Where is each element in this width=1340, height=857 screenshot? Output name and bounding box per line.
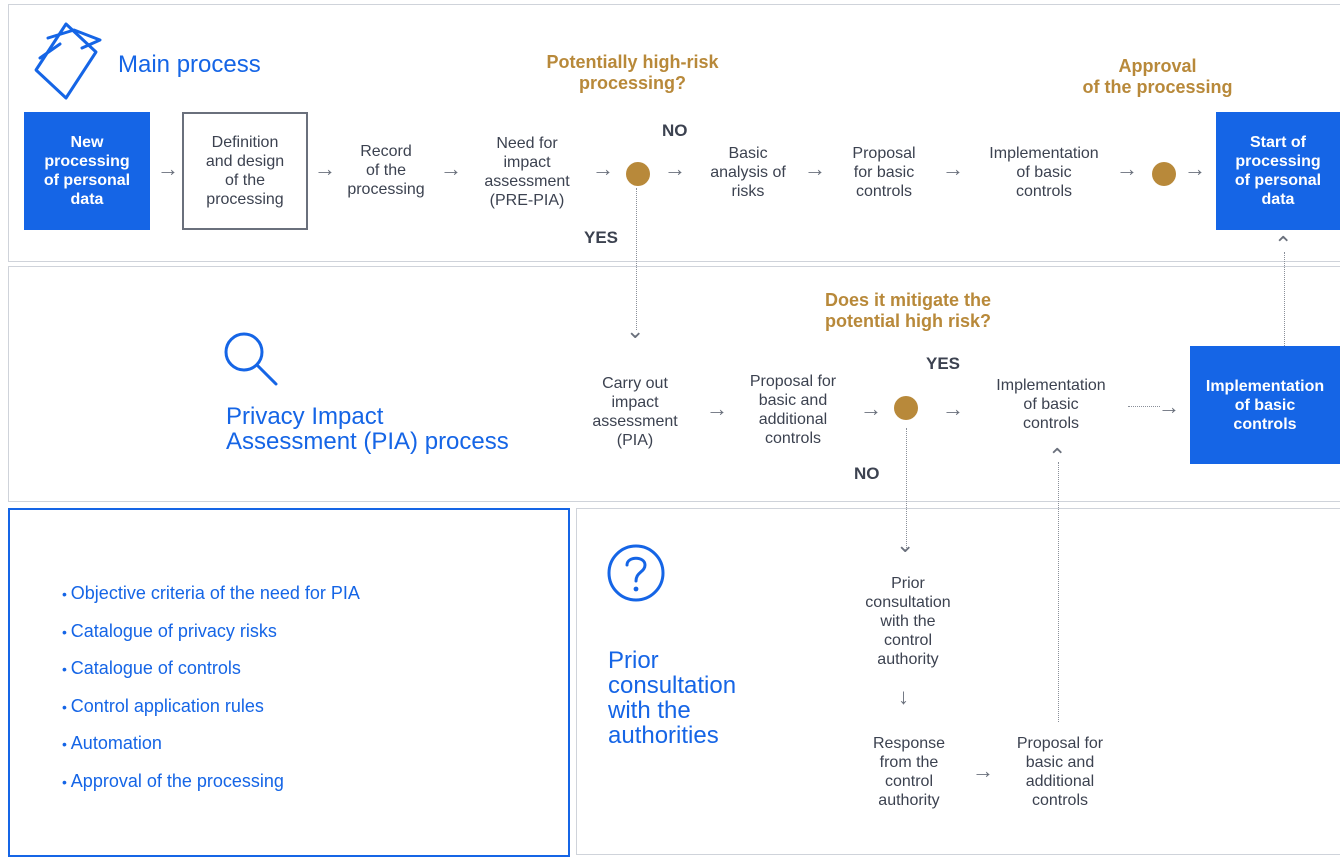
- approval-question: Approval of the processing: [1082, 56, 1233, 97]
- implementation-connector: [1128, 406, 1160, 407]
- arrow-right-icon: →: [942, 156, 964, 181]
- prior-consultation-step[interactable]: Prior consultation with the control auth…: [865, 574, 951, 668]
- pia-implementation-step[interactable]: Implementation of basic controls: [996, 376, 1106, 432]
- criteria-item: Control application rules: [62, 688, 360, 726]
- arrow-right-icon: →: [804, 156, 826, 181]
- mitigate-decision[interactable]: [894, 396, 918, 420]
- need-impact-step[interactable]: Need for impact assessment (PRE-PIA): [484, 135, 570, 209]
- pia-process-panel: [8, 266, 1340, 502]
- arrow-right-icon: →: [664, 156, 686, 181]
- no-connector: [906, 428, 907, 548]
- proposal-additional-step[interactable]: Proposal for basic and additional contro…: [749, 373, 837, 447]
- arrow-right-icon: →: [314, 156, 336, 181]
- no-label: NO: [854, 464, 880, 483]
- pia-process-title: Privacy Impact Assessment (PIA) process: [226, 403, 509, 455]
- arrow-right-icon: →: [860, 396, 882, 421]
- magnifier-icon: [224, 332, 278, 386]
- arrow-right-icon: →: [157, 156, 179, 181]
- criteria-item: Approval of the processing: [62, 763, 360, 801]
- proposal-basic-step[interactable]: Proposal for basic controls: [852, 144, 916, 200]
- question-circle-icon: [607, 544, 665, 602]
- start-processing-box[interactable]: Start of processing of personal data: [1216, 112, 1340, 230]
- final-implementation-box[interactable]: Implementation of basic controls: [1190, 346, 1340, 464]
- arrow-right-icon: →: [440, 156, 462, 181]
- prior-consultation-panel: [576, 508, 1340, 855]
- approval-connector: [1284, 252, 1285, 346]
- criteria-item: Automation: [62, 725, 360, 763]
- yes-label: YES: [584, 228, 619, 247]
- high-risk-question: Potentially high-risk processing?: [546, 52, 719, 93]
- arrow-right-icon: →: [1184, 156, 1206, 181]
- arrow-right-icon: →: [942, 396, 964, 421]
- prior-consultation-title: Prior consultation with the authorities: [608, 647, 737, 749]
- no-label: NO: [662, 121, 688, 140]
- arrow-right-icon: →: [1116, 156, 1138, 181]
- implementation-basic-step[interactable]: Implementation of basic controls: [989, 144, 1099, 200]
- arrow-up-icon: ⌃: [1274, 232, 1293, 257]
- arrow-down-icon: ⌄: [626, 318, 645, 343]
- proposal-up-connector: [1058, 462, 1059, 722]
- criteria-item: Objective criteria of the need for PIA: [62, 575, 360, 613]
- new-processing-box[interactable]: New processing of personal data: [24, 112, 150, 230]
- arrow-right-icon: →: [972, 758, 994, 783]
- prior-proposal-step[interactable]: Proposal for basic and additional contro…: [1016, 735, 1104, 809]
- approval-decision[interactable]: [1152, 162, 1176, 186]
- definition-box[interactable]: Definition and design of the processing: [182, 112, 308, 230]
- arrow-right-icon: →: [1158, 394, 1180, 419]
- criteria-item: Catalogue of privacy risks: [62, 613, 360, 651]
- carry-out-pia-step[interactable]: Carry out impact assessment (PIA): [592, 375, 678, 449]
- yes-connector: [636, 188, 637, 330]
- arrow-up-icon: ⌃: [1048, 444, 1067, 469]
- arrow-down-icon: ↓: [898, 684, 909, 709]
- yes-label: YES: [926, 354, 961, 373]
- hand-shape-icon: [34, 22, 102, 100]
- record-step[interactable]: Record of the processing: [347, 142, 425, 198]
- response-step[interactable]: Response from the control authority: [872, 735, 946, 809]
- main-process-title: Main process: [118, 51, 261, 78]
- basic-analysis-step[interactable]: Basic analysis of risks: [710, 144, 786, 200]
- criteria-item: Catalogue of controls: [62, 650, 360, 688]
- high-risk-decision[interactable]: [626, 162, 650, 186]
- arrow-down-icon: ⌄: [896, 532, 915, 557]
- mitigate-question: Does it mitigate the potential high risk…: [824, 290, 992, 331]
- criteria-list: Objective criteria of the need for PIA C…: [62, 575, 360, 800]
- arrow-right-icon: →: [592, 156, 614, 181]
- arrow-right-icon: →: [706, 396, 728, 421]
